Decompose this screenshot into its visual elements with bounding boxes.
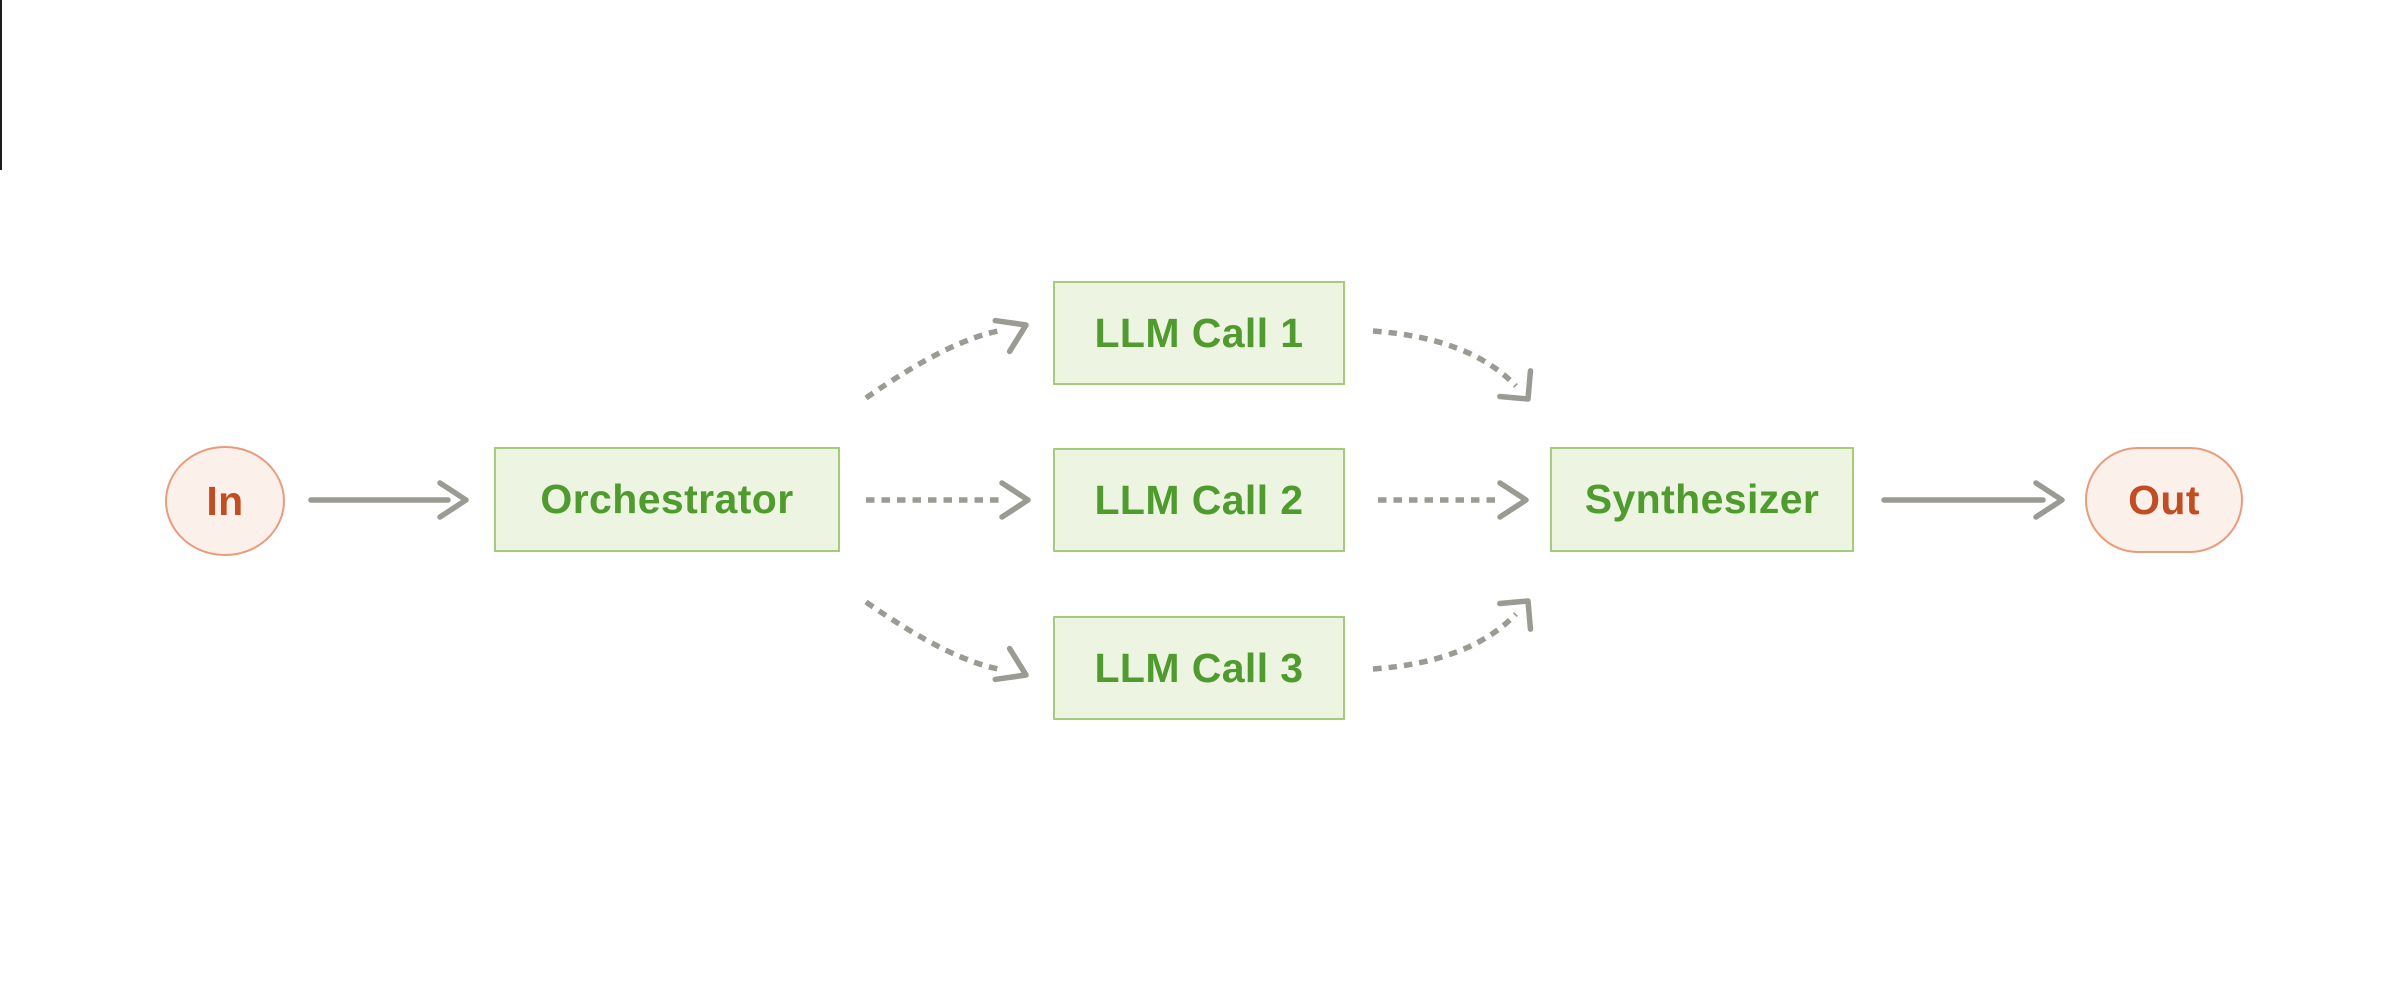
node-in-label: In <box>206 477 244 524</box>
node-llm-call-2: LLM Call 2 <box>1053 448 1345 552</box>
edge-orchestrator-llm3 <box>864 599 1029 683</box>
node-orchestrator: Orchestrator <box>494 447 840 552</box>
arrowhead-icon <box>1497 480 1529 520</box>
arrowhead-icon <box>437 480 469 520</box>
edge-llm3-synthesizer <box>1372 598 1534 672</box>
edge-llm2-synthesizer <box>1378 480 1529 520</box>
edge-orchestrator-llm2 <box>866 480 1031 520</box>
edge-orchestrator-llm1 <box>864 317 1029 401</box>
edge-synthesizer-out <box>1881 480 2065 520</box>
node-orchestrator-label: Orchestrator <box>540 476 794 522</box>
arrowhead-icon <box>2033 480 2065 520</box>
screen-edge-artifact <box>0 0 2 170</box>
arrowhead-icon <box>992 645 1029 683</box>
node-synthesizer-label: Synthesizer <box>1584 476 1820 522</box>
node-llm-call-3: LLM Call 3 <box>1053 616 1345 720</box>
node-out: Out <box>2085 447 2243 553</box>
node-llm-call-2-label: LLM Call 2 <box>1094 476 1304 523</box>
edge-in-orchestrator <box>308 480 469 520</box>
node-llm-call-1: LLM Call 1 <box>1053 281 1345 385</box>
arrowhead-icon <box>999 480 1031 520</box>
edge-llm1-synthesizer <box>1372 328 1534 402</box>
node-out-label: Out <box>2128 476 2200 523</box>
node-synthesizer: Synthesizer <box>1550 447 1854 552</box>
node-llm-call-1-label: LLM Call 1 <box>1094 309 1304 356</box>
arrowhead-icon <box>992 317 1029 355</box>
node-in: In <box>165 446 285 556</box>
node-llm-call-3-label: LLM Call 3 <box>1094 644 1304 691</box>
arrowhead-icon <box>1497 368 1534 402</box>
arrowhead-icon <box>1497 598 1534 632</box>
